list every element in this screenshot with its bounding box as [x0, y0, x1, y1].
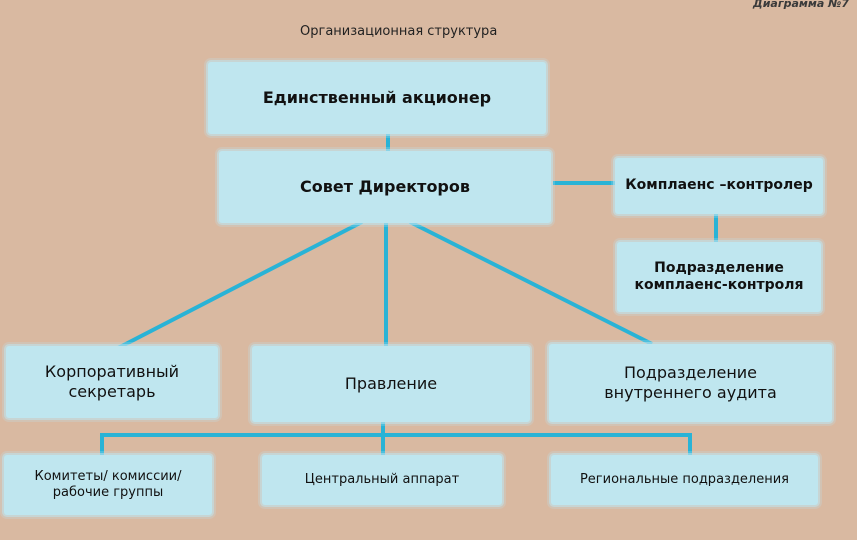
node-sole-shareholder-label: Единственный акционер	[262, 88, 492, 107]
connector-board-audit	[409, 220, 653, 346]
node-board-of-directors-label: Совет Директоров	[299, 177, 470, 196]
node-internal-audit-label: Подразделение внутреннего аудита	[604, 363, 777, 402]
node-central-office-label: Центральный аппарат	[304, 471, 460, 487]
node-board-of-directors: Совет Директоров	[219, 151, 551, 223]
node-compliance-unit: Подразделение комплаенс-контроля	[617, 242, 821, 312]
node-compliance-controller-label: Комплаенс –контролер	[625, 177, 813, 194]
node-committees: Комитеты/ комиссии/ рабочие группы	[4, 455, 212, 515]
diagram-title: Организационная структура	[300, 24, 498, 39]
diagram-number-label: Диаграмма №7	[752, 0, 849, 10]
node-corporate-secretary: Корпоративный секретарь	[6, 346, 218, 418]
node-committees-label: Комитеты/ комиссии/ рабочие группы	[34, 468, 182, 500]
node-management-board: Правление	[252, 346, 530, 422]
node-internal-audit: Подразделение внутреннего аудита	[549, 344, 832, 422]
node-management-board-label: Правление	[344, 374, 438, 393]
node-regional-divisions-label: Региональные подразделения	[579, 471, 790, 487]
node-central-office: Центральный аппарат	[262, 455, 502, 505]
node-compliance-unit-label: Подразделение комплаенс-контроля	[634, 259, 804, 294]
connector-board-secretary	[117, 220, 363, 350]
node-sole-shareholder: Единственный акционер	[208, 62, 546, 134]
node-compliance-controller: Комплаенс –контролер	[615, 158, 823, 214]
node-regional-divisions: Региональные подразделения	[551, 455, 818, 505]
node-corporate-secretary-label: Корпоративный секретарь	[44, 362, 180, 401]
